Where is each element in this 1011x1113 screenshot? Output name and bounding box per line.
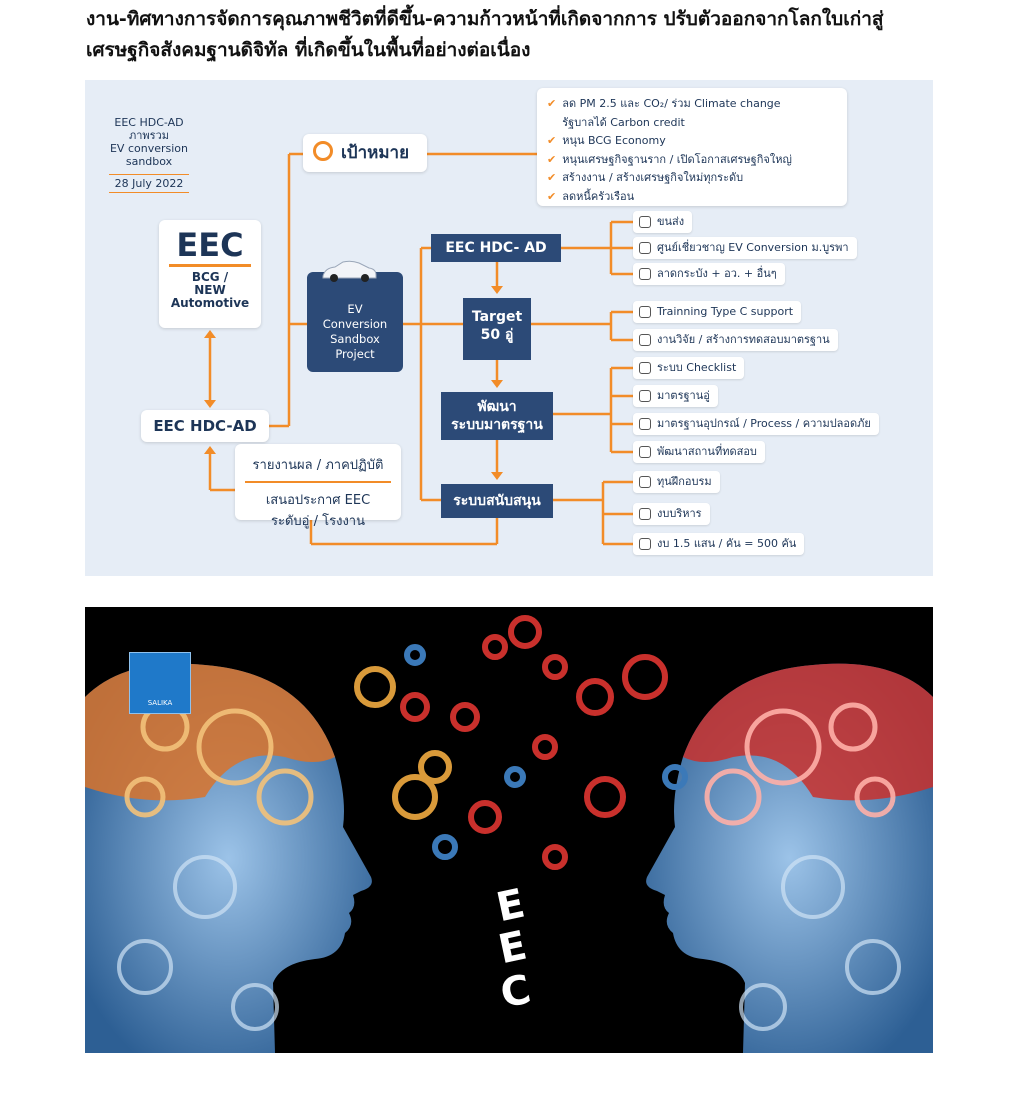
meta-line: EEC HDC-AD	[114, 116, 184, 129]
hdc-ad-left-box: EEC HDC-AD	[141, 410, 269, 442]
car-icon	[322, 260, 377, 282]
heading-line-2: เศรษฐกิจสังคมฐานดิจิทัล ที่เกิดขึ้นในพื้…	[86, 39, 531, 61]
support-system-box: ระบบสนับสนุน	[441, 484, 553, 518]
check-icon: ✔	[547, 189, 557, 203]
meta-date: 28 July 2022	[109, 174, 189, 193]
item-text: ทุนฝึกอบรม	[657, 475, 712, 488]
check-icon: ✔	[547, 152, 557, 166]
transport-icon	[639, 216, 651, 228]
item-text: งานวิจัย / สร้างการทดสอบมาตรฐาน	[657, 333, 830, 346]
branch-item: ทุนฝึกอบรม	[633, 471, 720, 493]
ev-sandbox-diagram: EEC HDC-AD ภาพรวม EV conversion sandbox …	[85, 80, 933, 576]
training-icon	[639, 306, 651, 318]
scholarship-icon	[639, 476, 651, 488]
item-text: งบบริหาร	[657, 507, 702, 520]
item-text: งบ 1.5 แสน / คัน = 500 คัน	[657, 537, 797, 550]
goal-text: หนุนเศรษฐกิจฐานราก / เปิดโอกาสเศรษฐกิจให…	[562, 152, 792, 166]
item-text: พัฒนาสถานที่ทดสอบ	[657, 445, 757, 458]
garage-standard-icon	[639, 390, 651, 402]
goal-item: ✔ หนุนเศรษฐกิจฐานราก / เปิดโอกาสเศรษฐกิจใ…	[547, 151, 839, 170]
branch-item: ศูนย์เชี่ยวชาญ EV Conversion ม.บูรพา	[633, 237, 857, 259]
goal-text: สร้างงาน / สร้างเศรษฐกิจใหม่ทุกระดับ	[562, 171, 744, 184]
goal-text: รัฐบาลได้ Carbon credit	[562, 115, 685, 129]
meta-line: EV conversion	[109, 142, 188, 155]
divider	[169, 264, 251, 267]
goal-item: ✔ สร้างงาน / สร้างเศรษฐกิจใหม่ทุกระดับ	[547, 169, 839, 188]
divider	[245, 481, 391, 483]
branch-item: มาตรฐานอุปกรณ์ / Process / ความปลอดภัย	[633, 413, 879, 435]
branch-item: ขนส่ง	[633, 211, 693, 233]
goal-item: ✔ ลดหนี้ครัวเรือน	[547, 188, 839, 207]
branch-item: พัฒนาสถานที่ทดสอบ	[633, 441, 765, 463]
connector-lines	[204, 152, 633, 546]
develop-line: พัฒนา	[477, 399, 517, 415]
check-icon: ✔	[547, 97, 557, 110]
hdc-ad-main-box: EEC HDC- AD	[431, 234, 561, 262]
goal-box: เป้าหมาย	[303, 134, 427, 172]
branch-item: ระบบ Checklist	[633, 357, 745, 379]
equipment-icon	[639, 418, 651, 430]
building-icon	[639, 268, 651, 280]
test-site-icon	[639, 446, 651, 458]
item-text: ขนส่ง	[657, 215, 685, 228]
meta-line: sandbox	[125, 155, 173, 168]
check-icon: ✔	[547, 134, 557, 147]
target-line: Target	[471, 309, 523, 325]
checklist-icon	[639, 362, 651, 374]
item-text: ระบบ Checklist	[657, 361, 737, 374]
branch-item: งบ 1.5 แสน / คัน = 500 คัน	[633, 533, 805, 555]
item-text: Trainning Type C support	[657, 305, 794, 318]
ev-line: Conversion	[322, 317, 388, 331]
ev-line: EV	[347, 302, 363, 316]
target-box: Target 50 อู่	[463, 298, 531, 360]
develop-line: ระบบมาตรฐาน	[451, 417, 543, 433]
ev-sandbox-project-box: EV Conversion Sandbox Project	[307, 260, 403, 372]
eec-box: EEC BCG / NEW Automotive	[159, 220, 261, 328]
branch-item: ลาดกระบัง + อว. + อื่นๆ	[633, 263, 785, 285]
money-icon	[639, 538, 651, 550]
report-line: ระดับอู่ / โรงงาน	[271, 514, 365, 529]
item-text: ลาดกระบัง + อว. + อื่นๆ	[657, 267, 777, 280]
research-icon	[639, 334, 651, 346]
salika-logo: SALIKA	[129, 652, 191, 714]
goal-text: ลด PM 2.5 และ CO₂/ ร่วม Climate change	[562, 97, 781, 110]
report-box: รายงานผล / ภาคปฏิบัติ เสนอประกาศ EEC ระด…	[235, 444, 401, 529]
item-text: มาตรฐานอู่	[657, 389, 710, 402]
target-icon	[313, 141, 333, 161]
eec-sub-line: NEW	[194, 283, 226, 297]
check-icon: ✔	[547, 171, 557, 184]
target-line: 50 อู่	[480, 327, 514, 343]
goal-item: ✔ ลด PM 2.5 และ CO₂/ ร่วม Climate change	[547, 95, 839, 114]
branch-item: มาตรฐานอู่	[633, 385, 718, 407]
eec-title: EEC	[176, 226, 244, 264]
expert-center-icon	[639, 242, 651, 254]
goal-item: ✔รัฐบาลได้ Carbon credit	[547, 114, 839, 133]
meta-line: ภาพรวม	[128, 129, 169, 142]
logo-text: SALIKA	[147, 699, 173, 707]
branch-item: งานวิจัย / สร้างการทดสอบมาตรฐาน	[633, 329, 838, 351]
sandbox-meta: EEC HDC-AD ภาพรวม EV conversion sandbox …	[99, 116, 199, 193]
goal-text: ลดหนี้ครัวเรือน	[562, 189, 635, 203]
ev-line: Project	[335, 347, 375, 361]
goal-item: ✔ หนุน BCG Economy	[547, 132, 839, 151]
gears-heads-image: SALIKA E E C	[85, 607, 933, 1053]
develop-standard-box: พัฒนา ระบบมาตรฐาน	[441, 392, 553, 440]
branch-item: งบบริหาร	[633, 503, 710, 525]
branch-item: Trainning Type C support	[633, 301, 802, 323]
item-text: ศูนย์เชี่ยวชาญ EV Conversion ม.บูรพา	[657, 241, 849, 254]
eec-sub-line: Automotive	[170, 296, 250, 310]
goal-text: หนุน BCG Economy	[562, 134, 666, 147]
report-line: เสนอประกาศ EEC	[265, 493, 371, 508]
goals-list: ✔ลด PM 2.5 และ CO₂/ ร่วม Climate change …	[537, 88, 847, 206]
item-text: มาตรฐานอุปกรณ์ / Process / ความปลอดภัย	[657, 417, 871, 430]
eec-sub-line: BCG /	[191, 270, 229, 284]
heading-line-1: งาน-ทิศทางการจัดการคุณภาพชีวิตที่ดีขึ้น-…	[86, 8, 884, 30]
article-heading: งาน-ทิศทางการจัดการคุณภาพชีวิตที่ดีขึ้น-…	[86, 4, 966, 66]
report-line: รายงานผล / ภาคปฏิบัติ	[252, 458, 384, 473]
goal-label: เป้าหมาย	[341, 143, 410, 163]
ev-line: Sandbox	[330, 332, 380, 346]
budget-icon	[639, 508, 651, 520]
